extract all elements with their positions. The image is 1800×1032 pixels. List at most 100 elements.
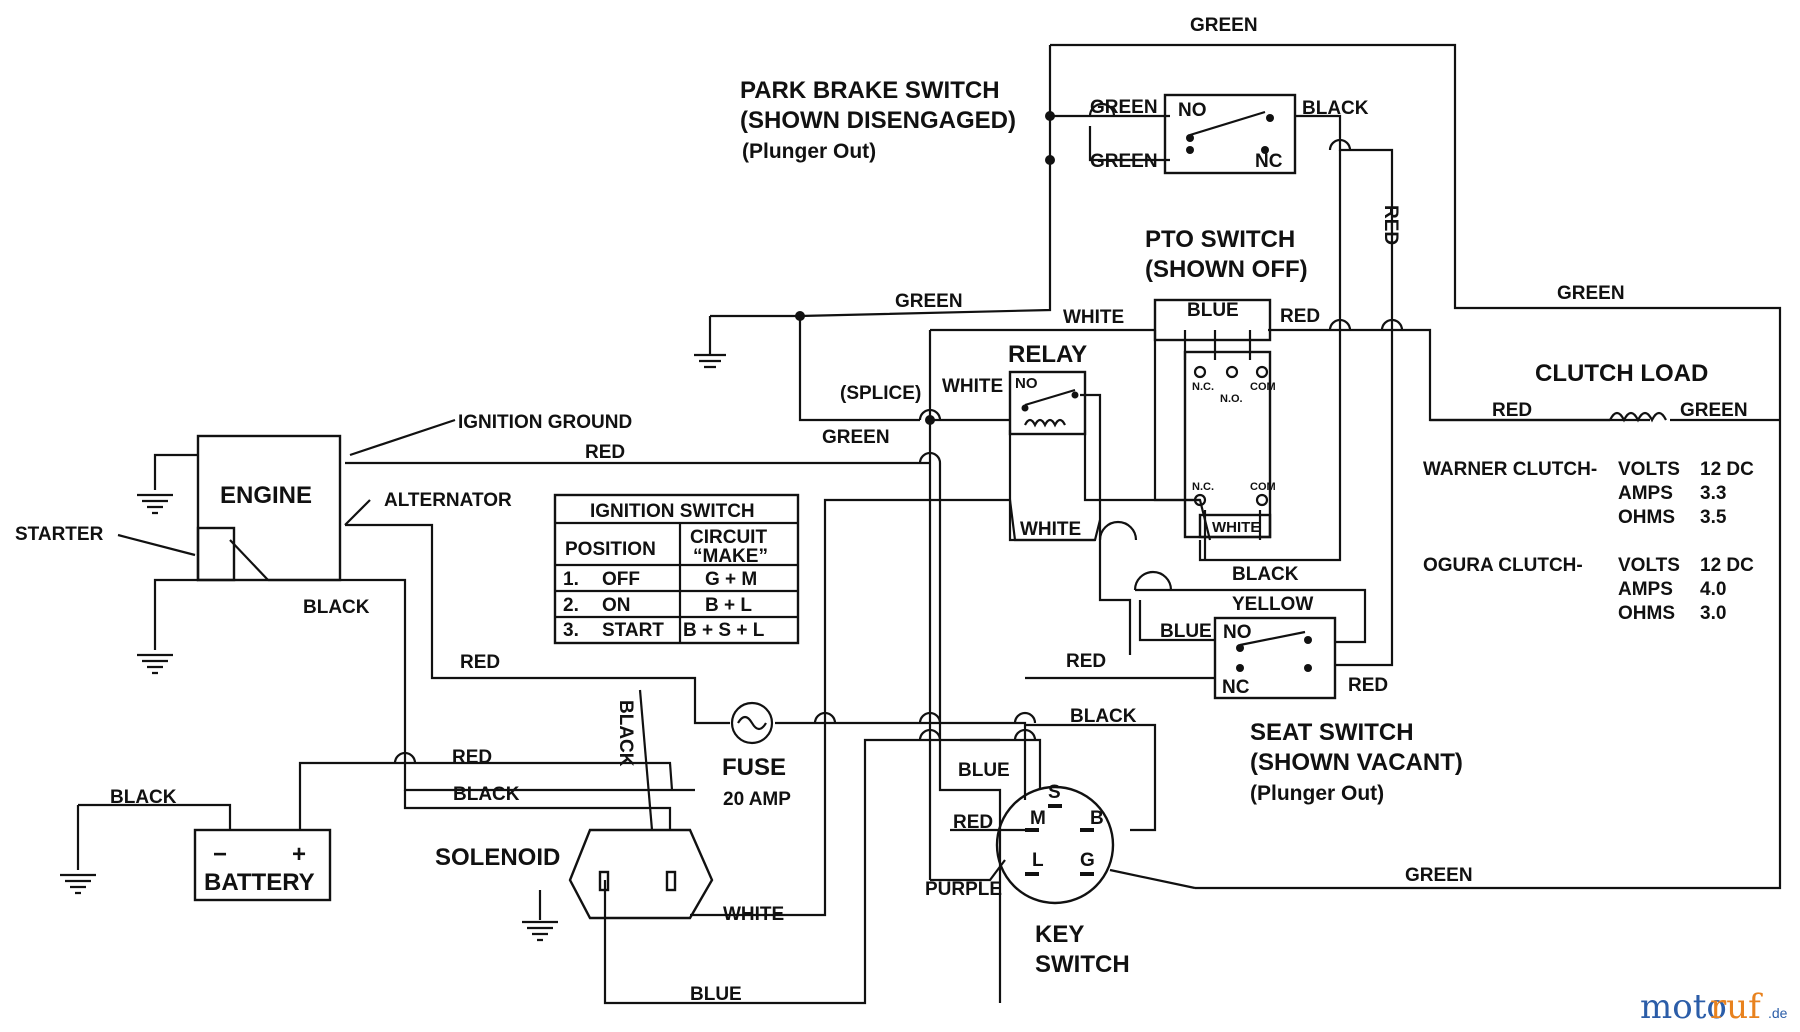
warner-amps-value: 3.3 [1700, 483, 1726, 504]
wire-label-green: GREEN [1680, 400, 1748, 421]
ignition-row-position: OFF [602, 569, 640, 590]
warner-amps-label: AMPS [1618, 483, 1673, 504]
wire-label-red: RED [585, 442, 625, 463]
pto-switch: N.C. N.O. COM N.C. COM [1153, 298, 1276, 539]
seat-switch-subtitle: (SHOWN VACANT) [1250, 749, 1463, 776]
battery-plus: + [292, 841, 306, 868]
ignition-row-circuit: B + S + L [683, 620, 765, 641]
warner-volts-value: 12 DC [1700, 459, 1754, 480]
ogura-amps-value: 4.0 [1700, 579, 1726, 600]
engine: ENGINE [196, 434, 342, 582]
wire-label-green: GREEN [1090, 151, 1158, 172]
battery: − + BATTERY [193, 828, 332, 902]
ignition-switch-table: IGNITION SWITCH POSITION CIRCUIT “MAKE” … [553, 493, 800, 645]
park-brake-note: (Plunger Out) [742, 140, 876, 163]
wire-label-purple: PURPLE [925, 879, 1002, 900]
wire-label-yellow: YELLOW [1232, 594, 1313, 615]
wire-label-green: GREEN [1557, 283, 1625, 304]
park-brake-title: PARK BRAKE SWITCH [740, 77, 1000, 104]
ignition-table-title: IGNITION SWITCH [590, 501, 755, 522]
pto-nc-bottom: N.C. [1192, 481, 1214, 493]
solenoid-label: SOLENOID [435, 844, 560, 871]
watermark-text-moto: moto [1640, 987, 1727, 1027]
wire-label-black: BLACK [1302, 98, 1369, 119]
clutch-load-label: CLUTCH LOAD [1535, 360, 1708, 387]
ignition-row-num: 1. [563, 569, 579, 590]
park-brake-switch: NO NC [1163, 93, 1297, 175]
wire-label-red: RED [1380, 205, 1401, 245]
watermark-text-ruf: ruf [1710, 987, 1763, 1027]
component-labels: PARK BRAKE SWITCH (SHOWN DISENGAGED) (Pl… [15, 77, 1708, 978]
wire-label-white: WHITE [723, 904, 784, 925]
wire-label-white: WHITE [1212, 519, 1260, 536]
ignition-row-position: START [602, 620, 664, 641]
relay-label: RELAY [1008, 341, 1087, 368]
ogura-volts-label: VOLTS [1618, 555, 1680, 576]
wire-label-green: GREEN [1090, 97, 1158, 118]
ogura-clutch-name: OGURA CLUTCH- [1423, 555, 1583, 576]
pto-title: PTO SWITCH [1145, 226, 1295, 253]
ground-symbols [60, 353, 726, 942]
key-terminal-l: L [1032, 850, 1044, 871]
wire-label-red: RED [1280, 306, 1320, 327]
key-terminal-s: S [1048, 782, 1061, 803]
wires [76, 43, 1782, 1005]
wire-label-green: GREEN [895, 291, 963, 312]
wire-label-white: WHITE [1020, 519, 1081, 540]
pto-subtitle: (SHOWN OFF) [1145, 256, 1308, 283]
warner-ohms-label: OHMS [1618, 507, 1675, 528]
seat-switch-note: (Plunger Out) [1250, 782, 1384, 805]
battery-label: BATTERY [204, 869, 315, 896]
wire-label-green: GREEN [1190, 15, 1258, 36]
clutch-coil [1609, 411, 1667, 423]
wire-label-red: RED [953, 812, 993, 833]
wire-label-red: RED [460, 652, 500, 673]
seat-no: NO [1223, 622, 1252, 643]
warner-clutch-name: WARNER CLUTCH- [1423, 459, 1597, 480]
wire-label-green: GREEN [1405, 865, 1473, 886]
ignition-row-position: ON [602, 595, 631, 616]
key-switch: S M B L G [995, 782, 1115, 905]
pto-com-top: COM [1250, 381, 1276, 393]
ogura-ohms-value: 3.0 [1700, 603, 1726, 624]
splice-label: (SPLICE) [840, 383, 921, 404]
watermark-text-de: .de [1768, 1005, 1788, 1021]
watermark-logo: moto ruf .de [1640, 987, 1788, 1027]
seat-nc: NC [1222, 677, 1250, 698]
fuse-rating: 20 AMP [723, 789, 791, 810]
key-switch-title: KEY [1035, 921, 1084, 948]
wire-label-black: BLACK [615, 700, 636, 767]
key-switch-subtitle: SWITCH [1035, 951, 1130, 978]
ignition-row-num: 2. [563, 595, 579, 616]
fuse [730, 701, 774, 745]
wire-label-black: BLACK [303, 597, 370, 618]
ignition-row-circuit: G + M [705, 569, 757, 590]
key-terminal-m: M [1030, 808, 1046, 829]
pto-com-bottom: COM [1250, 481, 1276, 493]
relay: NO [1008, 370, 1087, 436]
seat-switch-title: SEAT SWITCH [1250, 719, 1414, 746]
fuse-label: FUSE [722, 754, 786, 781]
clutch-specs: WARNER CLUTCH- VOLTS 12 DC AMPS 3.3 OHMS… [1423, 459, 1754, 624]
engine-label: ENGINE [220, 482, 312, 509]
wire-label-red: RED [1066, 651, 1106, 672]
junction-dots [795, 111, 1055, 425]
leader-lines [117, 418, 456, 557]
ogura-ohms-label: OHMS [1618, 603, 1675, 624]
ignition-col-position: POSITION [565, 539, 656, 560]
wire-crossovers [393, 102, 1404, 764]
warner-ohms-value: 3.5 [1700, 507, 1727, 528]
ignition-col-circuit: CIRCUIT [690, 527, 767, 548]
ignition-col-make: “MAKE” [693, 546, 768, 567]
wire-label-blue: BLUE [690, 984, 742, 1005]
key-terminal-g: G [1080, 850, 1095, 871]
wire-label-red: RED [1348, 675, 1388, 696]
seat-switch: NO NC [1213, 616, 1337, 700]
wire-label-white: WHITE [1063, 307, 1124, 328]
wire-label-black: BLACK [453, 784, 520, 805]
ignition-row-circuit: B + L [705, 595, 752, 616]
wire-label-red: RED [1492, 400, 1532, 421]
key-terminal-b: B [1090, 808, 1104, 829]
wire-label-white: WHITE [942, 376, 1003, 397]
